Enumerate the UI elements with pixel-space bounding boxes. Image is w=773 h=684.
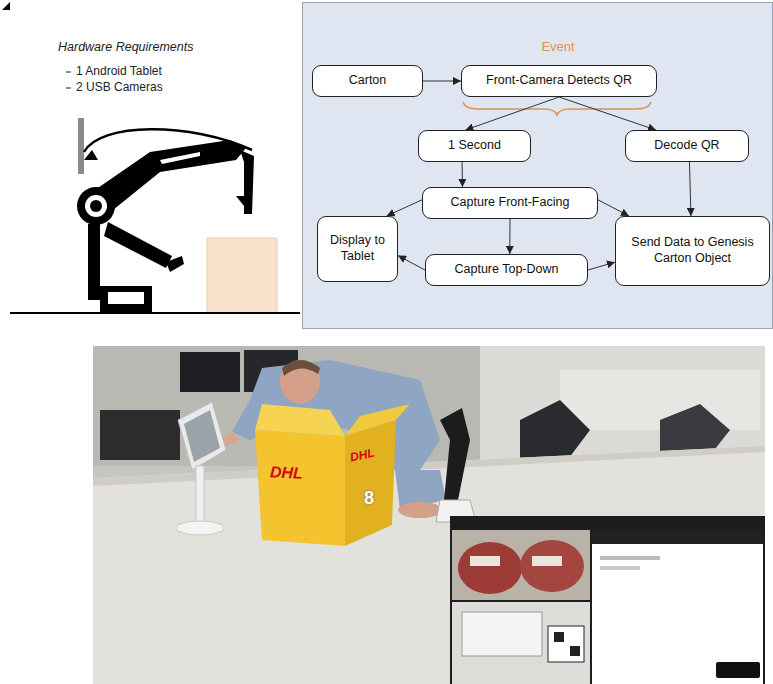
hardware-item: 1 Android Tablet xyxy=(76,64,162,78)
hardware-item: 2 USB Cameras xyxy=(76,80,163,94)
demo-photo xyxy=(93,346,765,684)
flow-arrow xyxy=(398,256,425,270)
event-brace xyxy=(463,102,651,115)
flow-arrow xyxy=(423,81,461,82)
corner-mark xyxy=(2,2,10,10)
box-print: DHL xyxy=(270,463,304,483)
flow-arrow xyxy=(387,200,422,216)
flow-arrow xyxy=(462,162,463,187)
bullet-dash xyxy=(66,88,71,89)
carton-box xyxy=(207,238,277,313)
flow-arrow xyxy=(588,262,615,270)
bullet-dash xyxy=(66,72,71,73)
flow-arrow xyxy=(689,162,690,216)
box-text: Capture Front-Facing xyxy=(451,195,570,211)
process-box: Send Data to Genesis Carton Object xyxy=(615,216,770,286)
robot-arm-drawing xyxy=(10,118,300,313)
process-box: Capture Front-Facing xyxy=(422,187,598,219)
flow-arrow xyxy=(598,200,629,216)
flow-arrow xyxy=(559,97,656,130)
box-text: Carton xyxy=(349,73,387,89)
panel-title: Event xyxy=(518,39,598,54)
process-box: Display to Tablet xyxy=(317,216,398,282)
process-box: Front-Camera Detects QR xyxy=(461,65,657,97)
box-text: 1 Second xyxy=(448,138,501,154)
box-text: Display to Tablet xyxy=(324,233,391,264)
event-panel: EventCarton Front-Camera Detects QR 1 Seco… xyxy=(302,2,773,329)
process-box: Decode QR xyxy=(625,130,749,162)
box-text: Decode QR xyxy=(654,138,719,154)
box-text: Capture Top-Down xyxy=(455,262,559,278)
box-text: Front-Camera Detects QR xyxy=(486,73,632,89)
flow-arrow xyxy=(509,219,510,254)
process-box: Carton xyxy=(312,65,423,97)
process-box: 1 Second xyxy=(418,130,531,162)
box-text: Send Data to Genesis Carton Object xyxy=(622,235,763,266)
section-heading: Hardware Requirements xyxy=(58,40,193,54)
process-box: Capture Top-Down xyxy=(425,254,588,286)
flow-arrow xyxy=(465,97,559,130)
box-number: 8 xyxy=(364,488,374,509)
